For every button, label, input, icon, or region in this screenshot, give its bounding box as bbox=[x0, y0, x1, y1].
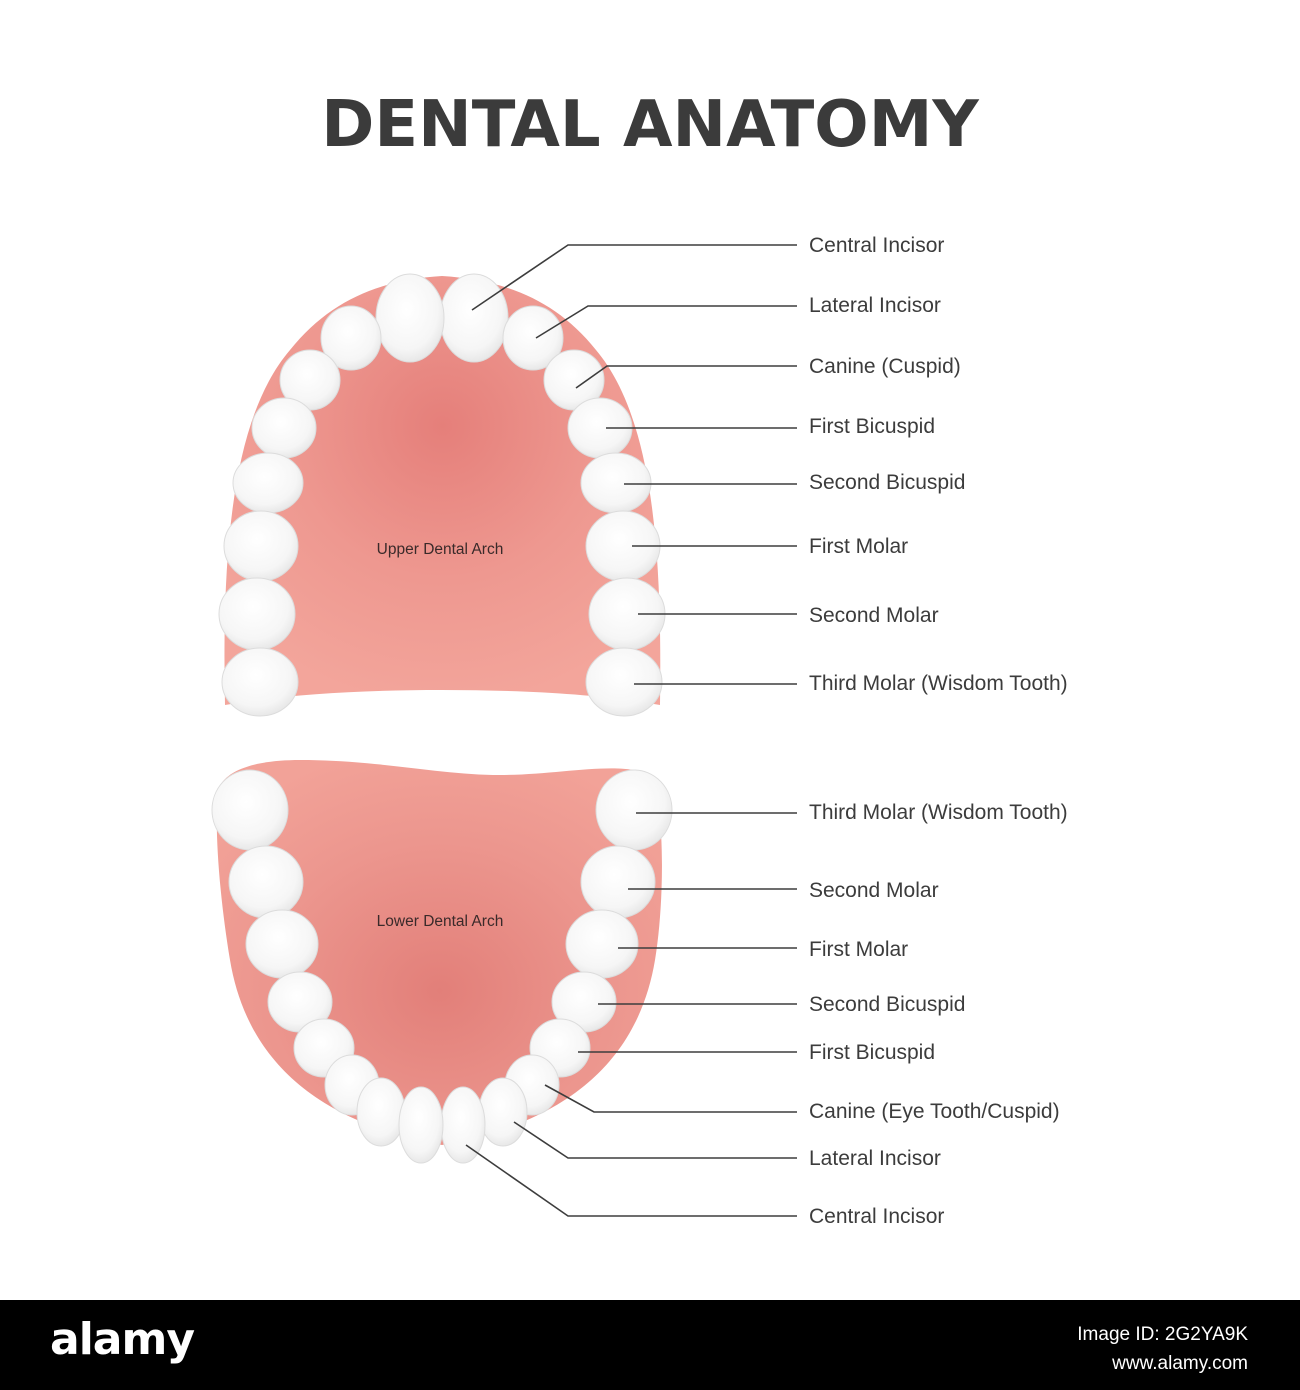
lower-central-incisor bbox=[440, 1086, 486, 1164]
upper-label-first-bicuspid: First Bicuspid bbox=[809, 415, 935, 438]
lower-third-molar bbox=[211, 769, 289, 851]
dental-diagram: Upper Dental Arch Lower Dental Arch Cent… bbox=[211, 234, 1068, 1228]
upper-central-incisor bbox=[439, 273, 509, 363]
lower-label-first-bicuspid: First Bicuspid bbox=[809, 1041, 935, 1064]
upper-third-molar bbox=[221, 647, 299, 717]
upper-arch-label: Upper Dental Arch bbox=[377, 541, 504, 558]
upper-teeth bbox=[218, 273, 666, 717]
leader-line bbox=[471, 244, 797, 311]
lower-lateral-incisor bbox=[356, 1077, 406, 1147]
leader-line bbox=[575, 365, 797, 389]
upper-third-molar bbox=[585, 647, 663, 717]
upper-second-bicuspid bbox=[580, 452, 652, 514]
leader-line bbox=[513, 1121, 797, 1159]
lower-label-first-molar: First Molar bbox=[809, 938, 908, 961]
lower-lateral-incisor bbox=[478, 1077, 528, 1147]
leader-line bbox=[465, 1144, 797, 1217]
upper-label-second-bicuspid: Second Bicuspid bbox=[809, 471, 965, 494]
lower-central-incisor bbox=[398, 1086, 444, 1164]
upper-label-second-molar: Second Molar bbox=[809, 604, 939, 627]
upper-label-canine: Canine (Cuspid) bbox=[809, 355, 961, 378]
upper-second-molar bbox=[218, 577, 296, 651]
upper-label-lateral-incisor: Lateral Incisor bbox=[809, 294, 941, 317]
lower-callouts: Third Molar (Wisdom Tooth) Second Molar … bbox=[465, 801, 1068, 1228]
upper-lateral-incisor bbox=[502, 305, 564, 371]
lower-label-lateral-incisor: Lateral Incisor bbox=[809, 1147, 941, 1170]
lower-third-molar bbox=[595, 769, 673, 851]
lower-label-second-molar: Second Molar bbox=[809, 879, 939, 902]
alamy-logo: alamy bbox=[50, 1314, 195, 1365]
upper-label-first-molar: First Molar bbox=[809, 535, 908, 558]
leader-line bbox=[544, 1084, 797, 1113]
upper-label-third-molar: Third Molar (Wisdom Tooth) bbox=[809, 672, 1068, 695]
lower-arch-label: Lower Dental Arch bbox=[377, 913, 504, 930]
upper-second-bicuspid bbox=[232, 452, 304, 514]
footer-bar: alamy Image ID: 2G2YA9K www.alamy.com bbox=[0, 1300, 1300, 1390]
lower-second-molar bbox=[580, 845, 656, 919]
lower-teeth bbox=[211, 769, 673, 1164]
leader-line bbox=[535, 305, 797, 339]
page-title: DENTAL ANATOMY bbox=[321, 88, 979, 162]
lower-first-molar bbox=[565, 909, 639, 979]
lower-label-central-incisor: Central Incisor bbox=[809, 1205, 944, 1228]
lower-label-canine: Canine (Eye Tooth/Cuspid) bbox=[809, 1100, 1060, 1123]
lower-label-third-molar: Third Molar (Wisdom Tooth) bbox=[809, 801, 1068, 824]
upper-callouts: Central Incisor Lateral Incisor Canine (… bbox=[471, 234, 1068, 695]
lower-second-molar bbox=[228, 845, 304, 919]
lower-first-molar bbox=[245, 909, 319, 979]
upper-first-molar bbox=[223, 510, 299, 582]
lower-label-second-bicuspid: Second Bicuspid bbox=[809, 993, 965, 1016]
upper-lateral-incisor bbox=[320, 305, 382, 371]
image-id: Image ID: 2G2YA9K bbox=[1077, 1324, 1248, 1345]
footer-meta: Image ID: 2G2YA9K www.alamy.com bbox=[1077, 1320, 1248, 1378]
upper-first-bicuspid bbox=[251, 397, 317, 459]
upper-central-incisor bbox=[375, 273, 445, 363]
site-url: www.alamy.com bbox=[1112, 1353, 1248, 1374]
upper-label-central-incisor: Central Incisor bbox=[809, 234, 944, 257]
